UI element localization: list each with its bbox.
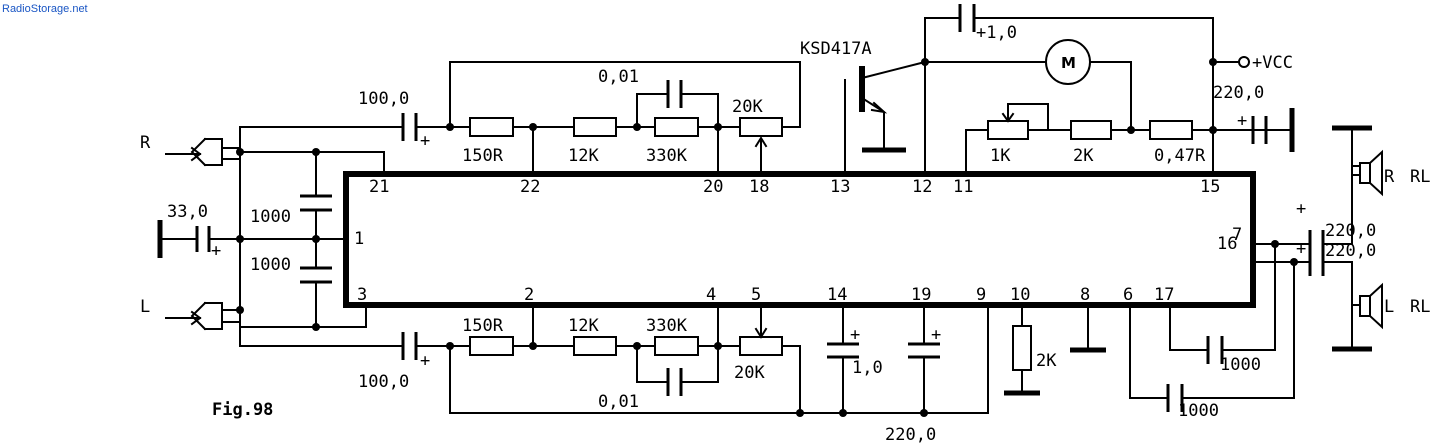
cap-1000-label: 1000: [250, 255, 291, 275]
pin-label: 20: [703, 177, 723, 197]
pin-label: 18: [749, 177, 769, 197]
pin-label: 4: [706, 285, 716, 305]
pot-20k-bot-label: 20K: [734, 363, 765, 383]
output-label-right: R: [1384, 167, 1395, 187]
resistor-12k-bot: [573, 336, 617, 356]
pin-label: 22: [520, 177, 540, 197]
input-jacks: [165, 137, 241, 331]
resistor-2k-top: [1070, 120, 1112, 140]
pin-label: 14: [827, 285, 847, 305]
output-label-left: L: [1384, 297, 1394, 317]
transistor-label: KSD417A: [800, 39, 872, 59]
cap-19-label: 220,0: [885, 425, 936, 445]
cap-out-right-label: 220,0: [1325, 221, 1376, 241]
plus-sign: +: [420, 131, 430, 151]
plus-sign: +: [420, 351, 430, 371]
figure-caption: Fig.98: [212, 400, 273, 420]
resistor-12k-bot-label: 12K: [568, 316, 599, 336]
cap-out-left-label: 220,0: [1325, 241, 1376, 261]
motor-icon: [1045, 39, 1091, 85]
pin-label: 8: [1080, 285, 1090, 305]
cap-vcc-label: 220,0: [1213, 83, 1264, 103]
pin-label: 17: [1154, 285, 1174, 305]
pin-label: 3: [357, 285, 367, 305]
pot-1k-label: 1K: [990, 146, 1011, 166]
input-label-left: L: [140, 297, 150, 317]
plus-sign: +: [1237, 111, 1247, 131]
pot-20k-top: [739, 117, 783, 137]
pin-label: 9: [976, 285, 986, 305]
cap-100-bot-label: 100,0: [358, 372, 409, 392]
rl-right-label: RL: [1410, 167, 1430, 187]
motor-label: M: [1061, 54, 1076, 72]
cap-1000-label: 1000: [250, 207, 291, 227]
speaker-right-icon: [1359, 162, 1371, 184]
cap-1000-17-label: 1000: [1220, 355, 1261, 375]
cap-001-top-label: 0,01: [598, 67, 639, 87]
watermark: RadioStorage.net: [2, 3, 88, 15]
pin-label: 16: [1217, 234, 1237, 254]
pot-20k-top-label: 20K: [732, 97, 763, 117]
pin-label: 7: [1232, 225, 1242, 245]
cap-33-label: 33,0: [167, 202, 208, 222]
pin-label: 1: [354, 229, 364, 249]
pot-1k: [987, 120, 1029, 140]
pin-label: 2: [524, 285, 534, 305]
resistor-150r-top-label: 150R: [462, 146, 504, 166]
speaker-left-icon: [1359, 295, 1371, 317]
pin-label: 21: [369, 177, 389, 197]
pot-20k-bot: [739, 336, 783, 356]
pin-label: 19: [911, 285, 931, 305]
resistor-330k-bot: [654, 336, 699, 356]
cap-14-label: 1,0: [852, 358, 883, 378]
pin-label: 13: [830, 177, 850, 197]
pin-label: 12: [912, 177, 932, 197]
resistor-12k-top-label: 12K: [568, 146, 599, 166]
pin-label: 6: [1123, 285, 1133, 305]
supply-label: +VCC: [1252, 53, 1293, 73]
resistor-047r-label: 0,47R: [1154, 146, 1206, 166]
plus-sign: +: [850, 325, 860, 345]
pin-label: 11: [953, 177, 973, 197]
plus-sign: +: [931, 325, 941, 345]
pin-label: 5: [751, 285, 761, 305]
cap-motor-label: +1,0: [976, 23, 1017, 43]
resistor-047r: [1149, 120, 1193, 140]
plus-sign: +: [1296, 239, 1306, 259]
plus-sign: +: [211, 241, 221, 261]
plus-sign: +: [1296, 199, 1306, 219]
input-label-right: R: [140, 133, 151, 153]
resistor-150r-top: [469, 117, 514, 137]
resistor-2k-bot: [1012, 325, 1032, 371]
resistor-150r-bot: [469, 336, 514, 356]
resistor-12k-top: [573, 117, 617, 137]
cap-1000-6-label: 1000: [1178, 401, 1219, 421]
resistor-330k-top-label: 330K: [646, 146, 688, 166]
resistor-2k-bot-label: 2K: [1036, 351, 1057, 371]
pin-label: 10: [1010, 285, 1030, 305]
resistor-2k-top-label: 2K: [1073, 146, 1094, 166]
supply-terminal: [1238, 56, 1250, 68]
resistor-330k-bot-label: 330K: [646, 316, 688, 336]
cap-100-top-label: 100,0: [358, 89, 409, 109]
resistor-150r-bot-label: 150R: [462, 316, 504, 336]
resistor-330k-top: [654, 117, 699, 137]
rl-left-label: RL: [1410, 297, 1430, 317]
pin-label: 15: [1200, 177, 1220, 197]
cap-001-bot-label: 0,01: [598, 392, 639, 412]
ic-body: [343, 171, 1256, 308]
